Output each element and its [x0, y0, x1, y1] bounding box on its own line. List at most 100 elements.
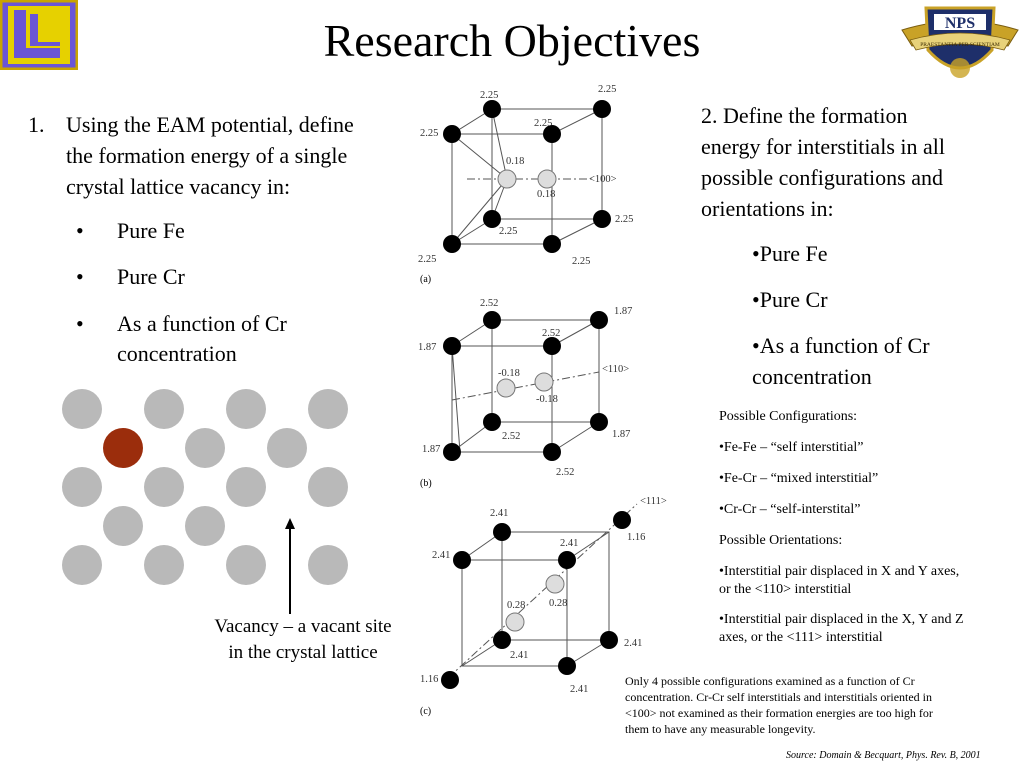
orientation-110-line-2: or the <110> interstitial — [719, 582, 852, 597]
diagram-c-label: 2.41 — [560, 538, 578, 549]
left-intro-2: the formation energy of a single — [66, 143, 348, 168]
lattice-atom — [144, 545, 184, 585]
lattice-atom — [62, 389, 102, 429]
right-intro: 2. Define the formation energy for inter… — [701, 100, 945, 224]
right-intro-line-3: possible configurations and — [701, 165, 943, 190]
lattice-atom — [226, 545, 266, 585]
diagram-a-label: 2.25 — [615, 214, 633, 225]
note-line-1: Only 4 possible configurations examined … — [625, 674, 915, 688]
diagram-a-label: 2.25 — [534, 118, 552, 129]
crystal-diagram-b: 2.52 1.87 2.52 1.87 -0.18 <110> -0.18 2.… — [418, 298, 632, 489]
vacancy-caption-line-2: in the crystal lattice — [228, 642, 378, 663]
configurations-list: Possible Configurations: •Fe-Fe – “self … — [719, 408, 1019, 647]
left-bullet-mark-2: • — [76, 264, 84, 289]
lattice-atom — [62, 545, 102, 585]
diagram-a-label: 2.25 — [572, 256, 590, 267]
orientation-heading: Possible Orientations: — [719, 533, 843, 548]
seal-acronym: NPS — [945, 15, 975, 32]
orientation-111-line-1: •Interstitial pair displaced in the X, Y… — [719, 612, 964, 627]
right-bullet-pure-cr: •Pure Cr — [752, 287, 828, 312]
lattice-atom — [144, 467, 184, 507]
vacancy-site — [103, 428, 143, 468]
source-citation: Source: Domain & Becquart, Phys. Rev. B,… — [786, 750, 981, 761]
crystal-diagram-c: <111> 2.41 1.16 2.41 2.41 0.28 0.28 2.41… — [420, 496, 667, 717]
diagram-a-label: <100> — [589, 174, 617, 185]
left-bullet-pure-cr: Pure Cr — [117, 264, 185, 289]
diagram-c-label: 1.16 — [627, 532, 645, 543]
left-bullet-function: As a function of Cr — [117, 311, 287, 336]
diagram-c-label: 2.41 — [624, 638, 642, 649]
left-number: 1. — [28, 112, 45, 137]
config-cr-cr: •Cr-Cr – “self-interstital” — [719, 502, 861, 517]
diagram-a-label: 2.25 — [420, 128, 438, 139]
config-fe-cr: •Fe-Cr – “mixed interstitial” — [719, 471, 879, 486]
lattice-atom — [267, 428, 307, 468]
diagram-c-caption: (c) — [420, 706, 431, 717]
diagram-b-label: 2.52 — [542, 328, 560, 339]
diagram-b-label: <110> — [602, 364, 629, 375]
diagram-b-label: -0.18 — [536, 394, 558, 405]
diagram-a-caption: (a) — [420, 274, 431, 285]
left-intro-1: Using the EAM potential, define — [66, 112, 354, 137]
left-bullet-mark-1: • — [76, 218, 84, 243]
left-intro-3: crystal lattice vacancy in: — [66, 174, 291, 199]
left-bullet-function-2: concentration — [117, 341, 237, 366]
diagram-c-label: 2.41 — [432, 550, 450, 561]
diagram-b-caption: (b) — [420, 478, 432, 489]
diagram-c-label: 0.28 — [507, 600, 525, 611]
diagram-c-label: 1.16 — [420, 674, 438, 685]
diagram-b-label: 1.87 — [614, 306, 632, 317]
right-intro-line-4: orientations in: — [701, 196, 834, 221]
config-fe-fe: •Fe-Fe – “self interstitial” — [719, 440, 864, 455]
lattice-atom — [226, 389, 266, 429]
diagram-b-label: 1.87 — [612, 429, 630, 440]
nps-seal-logo: NPS PRAESTANTIA PER SCIENTIAM — [901, 6, 1019, 78]
crystal-diagram-a: 2.25 2.25 2.25 2.25 0.18 <100> 0.18 2.25… — [418, 84, 633, 285]
diagram-a-label: 2.25 — [598, 84, 616, 95]
diagram-b-label: -0.18 — [498, 368, 520, 379]
orientation-111-line-2: axes, or the <111> interstitial — [719, 630, 883, 645]
config-heading: Possible Configurations: — [719, 409, 858, 424]
diagram-b-label: 1.87 — [422, 444, 440, 455]
vacancy-caption: Vacancy – a vacant site in the crystal l… — [188, 614, 418, 666]
diagram-c-label: <111> — [640, 496, 667, 507]
diagram-a-label: 0.18 — [537, 189, 555, 200]
diagram-a-label: 2.25 — [499, 226, 517, 237]
lattice-atom — [144, 389, 184, 429]
seal-motto: PRAESTANTIA PER SCIENTIAM — [920, 42, 1000, 48]
diagram-b-label: 2.52 — [556, 467, 574, 478]
diagram-b-label: 2.52 — [480, 298, 498, 309]
lattice-atom — [62, 467, 102, 507]
lattice-atom — [103, 506, 143, 546]
note-line-4: them to have any measurable longevity. — [625, 722, 816, 736]
slide-title: Research Objectives — [323, 15, 701, 66]
right-bullet-function: •As a function of Cr — [752, 333, 930, 358]
orientation-110-line-1: •Interstitial pair displaced in X and Y … — [719, 564, 960, 579]
diagram-c-label: 2.41 — [510, 650, 528, 661]
note-line-3: <100> not examined as their formation en… — [625, 706, 933, 720]
lattice-atom — [226, 467, 266, 507]
diagram-c-label: 2.41 — [570, 684, 588, 695]
left-bullet-pure-fe: Pure Fe — [117, 218, 185, 243]
lattice-atom — [308, 545, 348, 585]
lattice-atom — [185, 506, 225, 546]
diagram-a-label: 2.25 — [480, 90, 498, 101]
right-intro-line-2: energy for interstitials in all — [701, 134, 945, 159]
note-paragraph: Only 4 possible configurations examined … — [625, 673, 1015, 737]
diagram-a-label: 0.18 — [506, 156, 524, 167]
lattice-atom — [308, 467, 348, 507]
right-bullet-pure-fe: •Pure Fe — [752, 241, 828, 266]
vacancy-caption-line-1: Vacancy – a vacant site — [214, 616, 392, 637]
diagram-c-label: 2.41 — [490, 508, 508, 519]
vacancy-lattice-diagram — [62, 389, 348, 614]
lattice-atom — [185, 428, 225, 468]
diagram-a-label: 2.25 — [418, 254, 436, 265]
diagram-b-label: 2.52 — [502, 431, 520, 442]
note-line-2: concentration. Cr-Cr self interstitials … — [625, 690, 933, 704]
diagram-b-label: 1.87 — [418, 342, 436, 353]
lattice-atom — [308, 389, 348, 429]
lab-logo — [0, 0, 78, 70]
left-bullet-mark-3: • — [76, 311, 84, 336]
diagram-c-label: 0.28 — [549, 598, 567, 609]
right-bullet-function-2: concentration — [752, 364, 872, 389]
